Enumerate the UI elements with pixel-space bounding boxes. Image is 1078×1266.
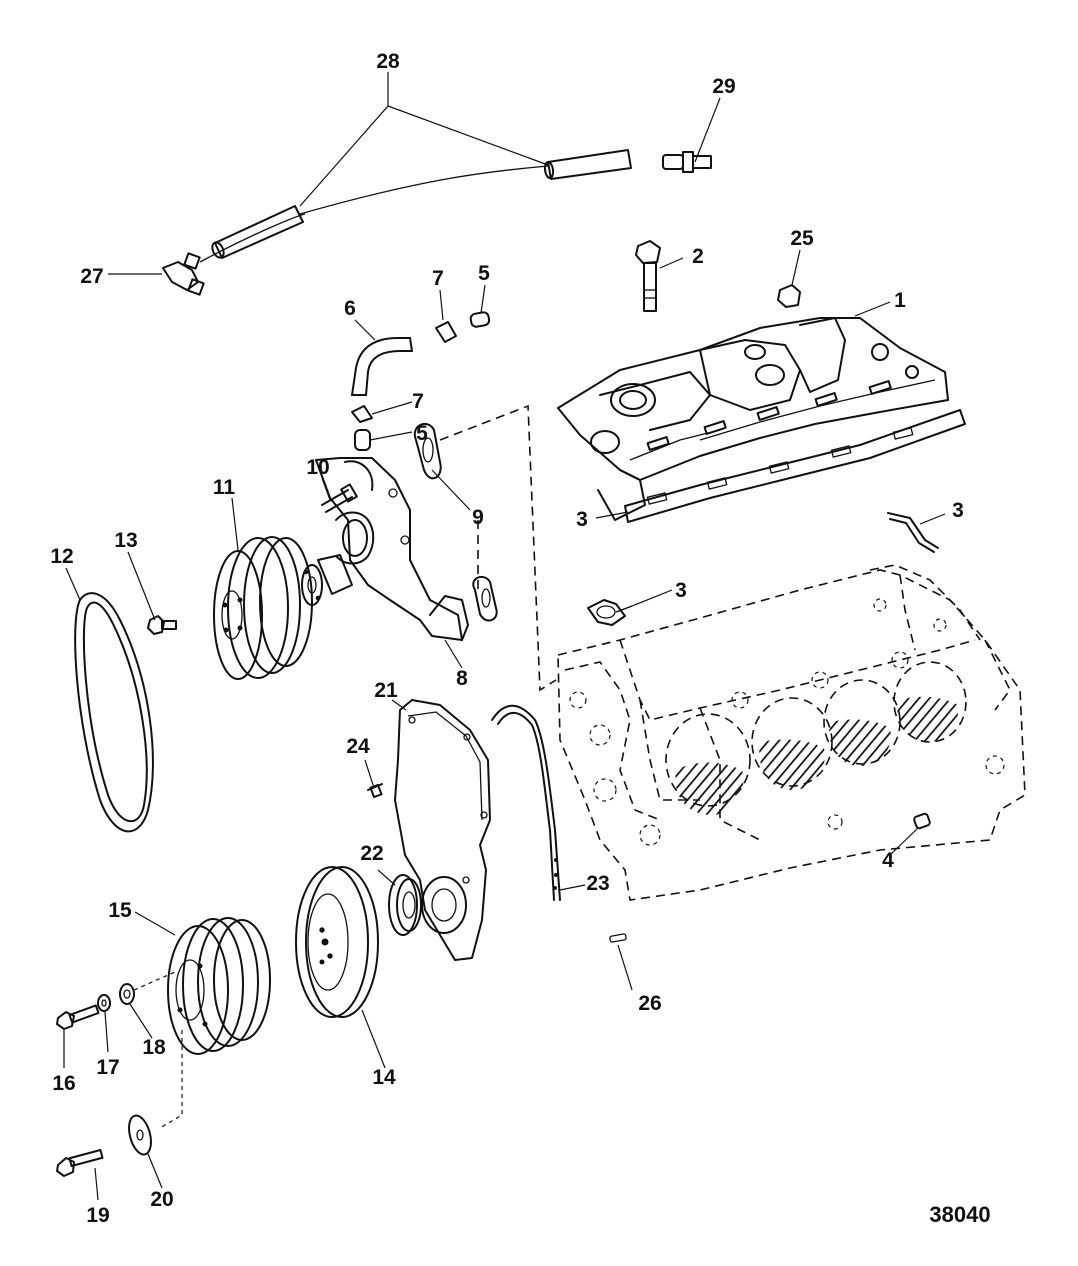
washer-20 <box>128 1114 152 1156</box>
timing-cover-21 <box>394 699 491 961</box>
fitting-27 <box>162 252 205 296</box>
lockwasher-17 <box>97 994 111 1012</box>
callout-23: 23 <box>586 872 609 895</box>
water-pump <box>301 457 469 641</box>
pump-gasket-lower <box>472 575 498 622</box>
callout-3-right-seal: 3 <box>952 499 964 522</box>
callout-18: 18 <box>142 1036 166 1059</box>
callout-1: 1 <box>894 289 906 312</box>
callout-labels: 1 2 3 3 3 4 5 5 6 7 7 8 9 10 11 12 13 14… <box>50 50 990 1227</box>
callout-9: 9 <box>472 506 484 529</box>
seal-22 <box>388 874 422 936</box>
callout-12: 12 <box>50 545 73 568</box>
callout-7-bottom: 7 <box>412 390 424 413</box>
bolt-10 <box>321 483 358 513</box>
callout-3-gasket: 3 <box>576 508 588 531</box>
bolt-2 <box>635 240 661 312</box>
callout-27: 27 <box>80 265 103 288</box>
callout-5-top: 5 <box>478 262 490 285</box>
callout-8: 8 <box>456 667 468 690</box>
sleeve-5-bottom <box>354 429 371 451</box>
callout-14: 14 <box>372 1066 396 1089</box>
callout-24: 24 <box>346 735 370 758</box>
figure-number: 38040 <box>929 1202 990 1227</box>
callout-26: 26 <box>638 992 661 1015</box>
pump-gasket-upper <box>413 422 442 480</box>
bolt-16 <box>56 1004 100 1030</box>
drive-belt-12 <box>74 592 154 833</box>
callout-20: 20 <box>150 1188 173 1211</box>
callout-4: 4 <box>882 849 894 872</box>
clamp-7-top <box>435 321 457 343</box>
callout-29: 29 <box>712 75 735 98</box>
callout-17: 17 <box>96 1056 119 1079</box>
hose-6 <box>351 337 413 396</box>
bolt-24 <box>367 783 383 799</box>
callout-21: 21 <box>374 679 398 702</box>
callout-10: 10 <box>306 456 329 479</box>
fitting-29 <box>662 151 712 173</box>
hose-assembly <box>199 149 632 263</box>
callout-15: 15 <box>108 899 132 922</box>
cover-gasket-23 <box>491 704 561 901</box>
pulley-11 <box>213 536 313 680</box>
bolt-19 <box>56 1148 104 1177</box>
nut-25 <box>777 284 801 308</box>
end-seal-left <box>587 599 633 626</box>
callout-6: 6 <box>344 297 356 320</box>
end-seal-right <box>887 512 939 553</box>
harmonic-balancer-14 <box>295 866 379 1018</box>
washer-18 <box>119 983 135 1005</box>
callout-5-bottom: 5 <box>416 422 428 445</box>
engine-block <box>557 564 1026 901</box>
intake-manifold <box>557 317 949 521</box>
callout-22: 22 <box>360 842 383 865</box>
callout-13: 13 <box>114 529 137 552</box>
callout-3-left-seal: 3 <box>675 579 687 602</box>
bolt-13 <box>147 615 177 635</box>
clamp-7-bottom <box>351 405 373 423</box>
callout-11: 11 <box>213 476 236 499</box>
callout-25: 25 <box>790 227 814 250</box>
dowel-pin-26 <box>609 933 627 943</box>
sleeve-5-top <box>469 311 491 328</box>
callout-2: 2 <box>692 245 704 268</box>
callout-16: 16 <box>52 1072 75 1095</box>
crank-pulley-15 <box>167 917 271 1055</box>
callout-28: 28 <box>376 50 400 73</box>
callout-7-top: 7 <box>432 267 444 290</box>
leader-lines <box>63 72 946 1201</box>
manifold-gasket <box>624 409 966 523</box>
callout-19: 19 <box>86 1204 109 1227</box>
